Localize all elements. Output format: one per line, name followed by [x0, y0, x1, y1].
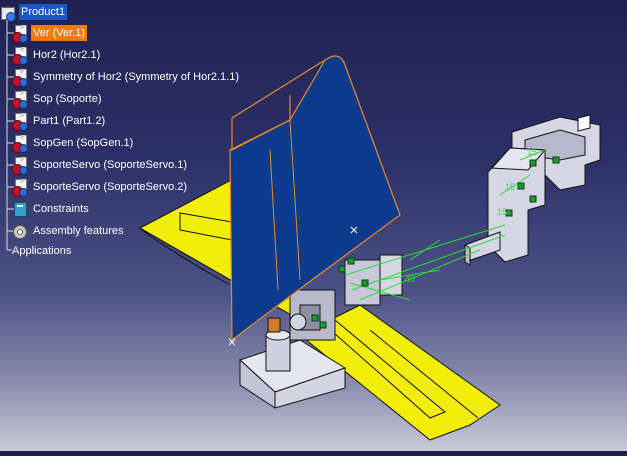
tree-label: Hor2 (Hor2.1): [33, 49, 101, 61]
tree-item-hor2[interactable]: Hor2 (Hor2.1): [12, 46, 102, 65]
tree-connectors: [6, 20, 14, 251]
tree-item-sopgen[interactable]: SopGen (SopGen.1): [12, 134, 135, 153]
constraint-label: 15: [497, 207, 507, 217]
tree-item-applications[interactable]: Applications: [10, 242, 73, 260]
right-horizontal-stabilizer[interactable]: [299, 304, 501, 441]
part-icon: [12, 47, 28, 65]
tree-label: Ver (Ver.1): [31, 25, 87, 41]
part-icon: [12, 69, 28, 87]
product-icon: [0, 4, 16, 22]
tree-item-constraints[interactable]: Constraints: [12, 200, 91, 218]
tree-item-symmetry-of-hor2[interactable]: Symmetry of Hor2 (Symmetry of Hor2.1.1): [12, 68, 241, 87]
part-icon: [12, 25, 28, 43]
part-icon: [12, 91, 28, 109]
constraint-label: 15: [527, 147, 537, 157]
part-icon: [12, 179, 28, 197]
tree-label: Product1: [19, 4, 68, 20]
tree-label: Applications: [12, 245, 72, 257]
tree-item-soporteservo-1[interactable]: SoporteServo (SoporteServo.1): [12, 156, 189, 175]
constraint-labels: 15 15 15 40: [405, 147, 537, 284]
tree-item-sop[interactable]: Sop (Soporte): [12, 90, 103, 109]
part-icon: [12, 135, 28, 153]
tree-label: Sop (Soporte): [33, 93, 102, 105]
vertical-rudder[interactable]: [229, 55, 401, 342]
specification-tree[interactable]: Product1 Ver (Ver.1) Hor2 (Hor2.1) Symme…: [0, 0, 240, 270]
tree-label: Symmetry of Hor2 (Symmetry of Hor2.1.1): [33, 71, 239, 83]
constraint-label: 15: [505, 182, 515, 192]
tree-label: SopGen (SopGen.1): [33, 137, 134, 149]
assembly-features-icon: [12, 223, 28, 239]
constraints-icon: [12, 201, 28, 217]
tree-item-ver[interactable]: Ver (Ver.1): [12, 24, 87, 43]
constraint-label: 40: [405, 274, 415, 284]
tree-root-product1[interactable]: Product1: [0, 3, 68, 22]
part-icon: [12, 157, 28, 175]
tree-item-assembly-features[interactable]: Assembly features: [12, 222, 125, 240]
tree-label: Assembly features: [33, 225, 124, 237]
tree-item-part1[interactable]: Part1 (Part1.2): [12, 112, 107, 131]
tree-label: Part1 (Part1.2): [33, 115, 106, 127]
part-icon: [12, 113, 28, 131]
tree-label: Constraints: [33, 203, 89, 215]
support-base[interactable]: [239, 329, 347, 409]
tree-label: SoporteServo (SoporteServo.1): [33, 159, 188, 171]
tree-item-soporteservo-2[interactable]: SoporteServo (SoporteServo.2): [12, 178, 189, 197]
tree-label: SoporteServo (SoporteServo.2): [33, 181, 188, 193]
cursor-markers: [228, 226, 358, 346]
assembly-constraints: [311, 149, 560, 329]
